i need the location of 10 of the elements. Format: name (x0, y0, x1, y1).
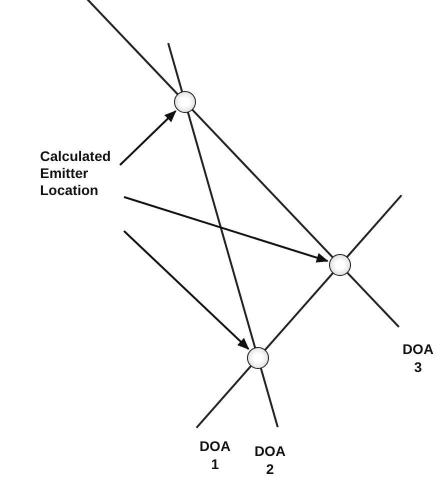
line-label: DOA 1 (198, 437, 232, 473)
arrow (119, 110, 176, 166)
intersection-circle (174, 91, 196, 113)
intersection-circle (247, 347, 269, 369)
callout-text: Calculated Emitter Location (40, 148, 130, 199)
line-label: DOA 2 (253, 442, 287, 478)
intersection-circle (329, 254, 351, 276)
arrow (124, 196, 329, 263)
line-label: DOA 3 (401, 340, 435, 376)
arrow (123, 230, 250, 350)
